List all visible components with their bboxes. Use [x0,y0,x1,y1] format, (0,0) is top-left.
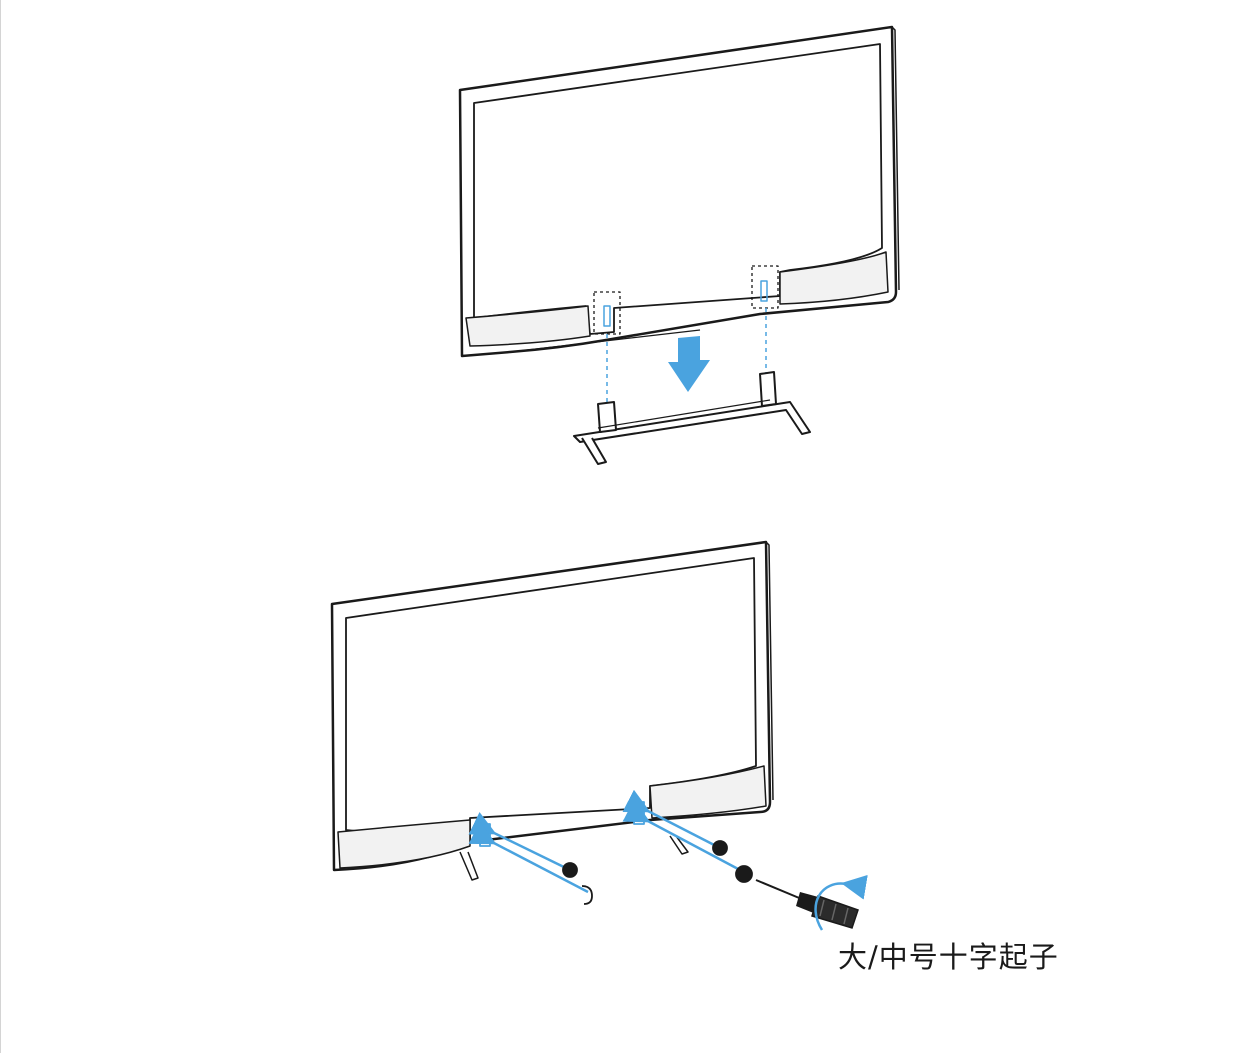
step-2-group [330,540,868,931]
tv-icon [330,540,774,881]
screw-icon [562,840,753,905]
down-arrow-icon [668,336,710,392]
screw-direction-arrows [468,789,741,894]
screwdriver-caption: 大/中号十字起子 [838,940,1059,974]
screwdriver-icon [755,879,859,929]
tv-icon [458,25,900,358]
stand-icon [573,371,811,465]
alignment-guides [606,308,767,402]
rotate-arrow-icon [814,874,868,931]
page-edge-rule [0,0,1,1053]
step-1-group [458,25,900,465]
